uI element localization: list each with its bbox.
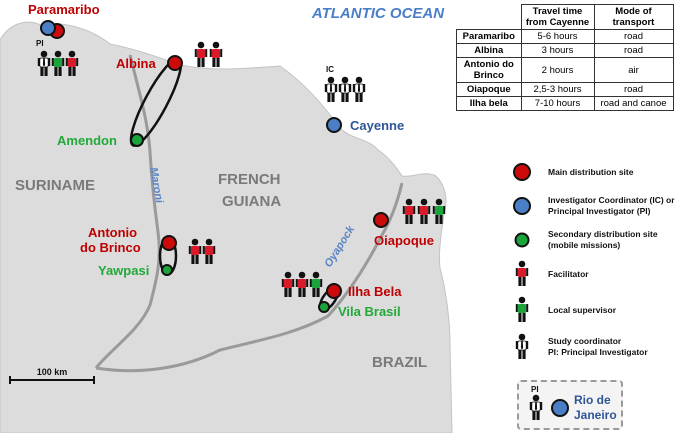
legend-coordinator-label: Study coordinator [548, 336, 622, 346]
table-cell-place: Albina [456, 43, 522, 58]
legend-label: Main distribution site [548, 166, 634, 177]
people-albina [194, 41, 223, 67]
coordinator-icon [338, 76, 352, 103]
site-paramaribo-label: Paramaribo [28, 2, 100, 17]
site-albina[interactable] [167, 55, 183, 71]
ocean-title: ATLANTIC OCEAN [311, 5, 445, 22]
table-cell-mode: road [593, 29, 674, 44]
table-cell-mode: road [593, 43, 674, 58]
site-amendon-label: Amendon [57, 133, 117, 148]
border-suriname [94, 54, 161, 369]
table-cell-place: Ilha bela [456, 96, 522, 111]
table-cell-place: Oiapoque [456, 82, 522, 97]
travel-time-table: Travel time from Cayenne Mode of transpo… [456, 4, 674, 111]
rio-label-2: Janeiro [574, 408, 617, 422]
site-rio-blue[interactable] [551, 399, 569, 417]
people-cayenne [324, 76, 366, 103]
green-person-icon [515, 296, 529, 322]
site-albina-label: Albina [116, 56, 156, 71]
legend-item-facilitator: Facilitator [510, 260, 685, 288]
legend-pi-label: PI: Principal Investigator [548, 347, 648, 357]
legend-label: Secondary distribution site (mobile miss… [548, 229, 658, 250]
table-cell-mode: road and canoe [593, 96, 674, 111]
green-circle-icon [514, 232, 530, 248]
badge-rio-pi: PI [531, 385, 539, 394]
scale-label: 100 km [37, 367, 68, 377]
country-brazil: BRAZIL [372, 354, 427, 371]
rio-de-janeiro-box: PI Rio de Janeiro [517, 380, 623, 430]
site-vila-brasil-label: Vila Brasil [338, 304, 401, 319]
legend-label: Local supervisor [548, 304, 617, 315]
scale-bar: 100 km [9, 367, 95, 384]
site-ilha-bela-label: Ilha Bela [348, 284, 402, 299]
badge-pi: PI [36, 39, 44, 48]
site-paramaribo-blue[interactable] [40, 20, 56, 36]
country-suriname: SURINAME [15, 177, 95, 194]
coordinator-icon [352, 76, 366, 103]
legend-item-secondary-site: Secondary distribution site (mobile miss… [510, 226, 685, 254]
site-oiapoque[interactable] [373, 212, 389, 228]
coordinator-icon [529, 394, 543, 421]
white-person-icon [515, 333, 529, 360]
red-person-icon [515, 260, 529, 286]
table-row: Ilha bela 7-10 hours road and canoe [456, 96, 674, 111]
table-cell-time: 2,5-3 hours [520, 82, 595, 97]
rio-graphic: PI Rio de Janeiro [529, 385, 617, 422]
legend-item-supervisor: Local supervisor [510, 296, 685, 324]
legend-item-investigator: Investigator Coordinator (IC) or Princip… [510, 192, 685, 220]
country-french-guiana-line1: FRENCH [218, 171, 281, 188]
rio-label-1: Rio de [574, 393, 611, 407]
land-mass [0, 21, 453, 433]
border-brazil [95, 182, 404, 373]
site-yawpasi[interactable] [161, 264, 173, 276]
country-french-guiana-line2: GUIANA [222, 193, 281, 210]
legend-label: Study coordinator PI: Principal Investig… [548, 336, 648, 358]
legend-label: Investigator Coordinator (IC) or Princip… [548, 195, 675, 216]
table-row: Antonio do Brinco 2 hours air [456, 57, 674, 83]
legend-item-coordinator: Study coordinator PI: Principal Investig… [510, 333, 685, 361]
legend-label: Facilitator [548, 268, 589, 279]
table-header-row: Travel time from Cayenne Mode of transpo… [456, 4, 674, 30]
table-cell-time: 7-10 hours [520, 96, 595, 111]
site-cayenne-label: Cayenne [350, 118, 404, 133]
red-circle-icon [513, 163, 531, 181]
table-row: Oiapoque 2,5-3 hours road [456, 82, 674, 97]
table-row: Paramaribo 5-6 hours road [456, 29, 674, 44]
site-amendon[interactable] [130, 133, 144, 147]
badge-ic: IC [326, 65, 334, 74]
table-cell-mode: air [593, 57, 674, 83]
land [0, 21, 453, 433]
table-cell-place: Paramaribo [456, 29, 522, 44]
site-ilha-bela[interactable] [326, 283, 342, 299]
coordinator-icon [324, 76, 338, 103]
table-row: Albina 3 hours road [456, 43, 674, 58]
facilitator-icon [209, 41, 223, 67]
blue-circle-icon [513, 197, 531, 215]
legend-item-main-site: Main distribution site [510, 158, 685, 186]
facilitator-icon [194, 41, 208, 67]
table-cell-time: 2 hours [520, 57, 595, 83]
site-oiapoque-label: Oiapoque [374, 233, 434, 248]
site-antonio-label-1: Antonio [88, 225, 137, 240]
site-yawpasi-label: Yawpasi [98, 263, 149, 278]
table-cell-time: 5-6 hours [520, 29, 595, 44]
site-antonio-do-brinco[interactable] [161, 235, 177, 251]
site-vila-brasil[interactable] [318, 301, 330, 313]
table-header-mode: Mode of transport [593, 4, 674, 30]
site-cayenne[interactable] [326, 117, 342, 133]
table-header-time: Travel time from Cayenne [520, 4, 595, 30]
table-cell-place: Antonio do Brinco [456, 57, 522, 83]
table-header-blank [456, 4, 522, 30]
site-antonio-label-2: do Brinco [80, 240, 141, 255]
table-cell-time: 3 hours [520, 43, 595, 58]
table-cell-mode: road [593, 82, 674, 97]
